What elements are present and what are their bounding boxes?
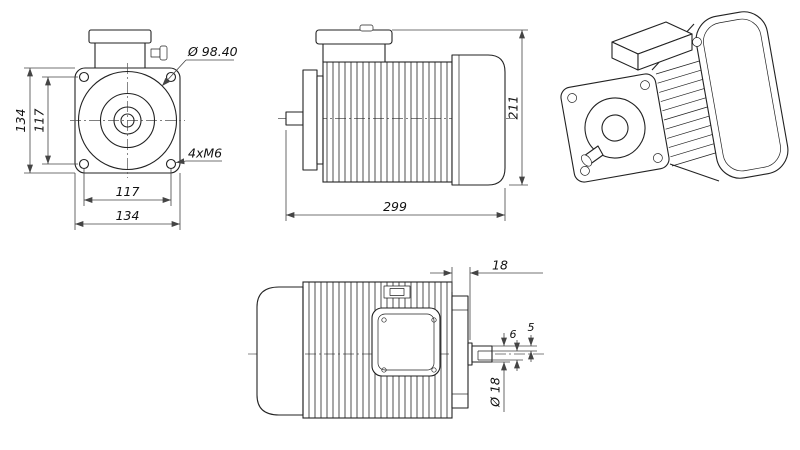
shaft [471, 345, 493, 363]
front-view: 134 117 117 134 Ø 98.40 4xM6 [13, 29, 238, 230]
flange-plate [302, 69, 318, 171]
shaft-shoulder [467, 342, 473, 366]
dim-mount-holes-label: 4xM6 [188, 146, 222, 161]
dim-key-depth-label: 5 [528, 321, 535, 334]
cowl-inner-line [703, 18, 781, 172]
lid-screw [381, 367, 387, 373]
top-view: 18 5 6 Ø 18 [248, 258, 545, 419]
terminal-box-lid [315, 29, 393, 45]
fan-cowl [695, 11, 789, 179]
terminal-box-lid-inner [377, 313, 435, 371]
lid-screw [381, 317, 387, 323]
cable-gland-nut [159, 45, 168, 61]
terminal-box-lid [371, 307, 441, 377]
isometric-view [560, 11, 789, 183]
flange-plate [451, 295, 469, 409]
lid-screw [359, 24, 374, 32]
flange-face [560, 73, 670, 183]
shaft-keyway [477, 350, 492, 361]
bearing-boss-circle [99, 92, 156, 149]
fan-cowl [451, 54, 506, 186]
shaft-end-face [581, 154, 592, 167]
dim-side-height-label: 211 [506, 96, 521, 120]
shaft [285, 111, 304, 126]
cowl-outline [695, 11, 789, 179]
lid-screw [431, 317, 437, 323]
mounting-hole [165, 71, 177, 83]
mounting-hole [78, 71, 90, 83]
hub-circle [601, 114, 629, 142]
leader-line [175, 158, 187, 165]
dim-key-width-label: 6 [510, 328, 517, 341]
side-view: 299 211 [278, 24, 528, 221]
bearing-shield [316, 75, 324, 165]
mounting-hole [653, 153, 663, 163]
dim-spigot-diameter-label: Ø 98.40 [187, 44, 238, 59]
spigot-circle [77, 70, 178, 171]
cable-gland [692, 37, 702, 47]
cable-gland [150, 48, 161, 58]
dim-front-height-holes-label: 117 [32, 109, 47, 133]
dim-front-height-outer-label: 134 [13, 109, 28, 133]
mounting-hole [78, 158, 90, 170]
dim-side-length-label: 299 [383, 199, 407, 214]
dim-shaft-diameter-label: Ø 18 [488, 377, 503, 408]
terminal-box-body [322, 43, 386, 63]
mounting-hole [165, 158, 177, 170]
body-bottom-edge [669, 163, 720, 182]
dim-front-width-holes-label: 117 [116, 184, 140, 199]
cable-gland [383, 285, 411, 299]
terminal-box-lid [88, 29, 152, 44]
dim-flange-offset-label: 18 [492, 258, 508, 273]
shaft-circle [120, 113, 135, 128]
cable-gland-inner [389, 288, 405, 296]
mounting-hole [640, 80, 650, 90]
finned-body [322, 61, 453, 183]
terminal-box-body [94, 42, 146, 69]
lid-screw [431, 367, 437, 373]
mounting-hole [567, 93, 577, 103]
leader-line [161, 59, 187, 87]
mounting-hole [580, 166, 590, 176]
hub-circle [113, 106, 142, 135]
fan-cowl [256, 286, 304, 416]
dim-front-width-outer-label: 134 [116, 208, 140, 223]
terminal-box-side [637, 33, 693, 71]
